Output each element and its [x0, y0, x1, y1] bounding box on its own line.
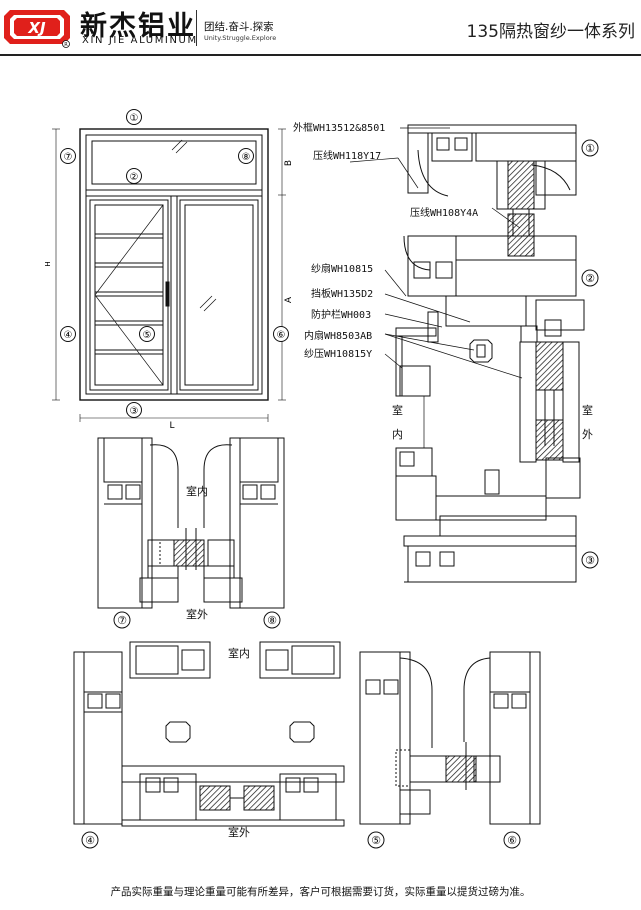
logo-letters: XJ — [27, 19, 46, 37]
section-main-markers: ① ② ③ — [581, 139, 599, 569]
drawing-sheet: ① ② ③ ④ ⑤ ⑥ ⑦ ⑧ L A B H — [44, 109, 599, 849]
header-rule — [0, 54, 641, 56]
outdoor-label-a: 室 — [582, 403, 593, 417]
section-marker-4: ④ — [85, 834, 95, 847]
label-guard-rail: 防护栏WH003 — [311, 308, 371, 321]
section-marker-5: ⑤ — [371, 834, 381, 847]
section-marker-6: ⑥ — [507, 834, 517, 847]
dim-total-height-label: H — [44, 261, 52, 266]
section-7-8-labels: 室内 室外 ⑦ ⑧ — [113, 484, 281, 629]
section-78-indoor: 室内 — [186, 484, 208, 498]
section-main-labels: 外框WH13512&8501 压线WH118Y17 压线WH108Y4A 纱扇W… — [293, 121, 593, 441]
brand-name-cn: 新杰铝业 — [80, 11, 196, 42]
dim-height-b-label: B — [284, 160, 294, 166]
window-elevation — [52, 128, 286, 422]
section-marker-8: ⑧ — [267, 614, 277, 627]
section-marker-1: ① — [585, 142, 595, 155]
brand-name-en: XIN JIE ALUMINUM — [82, 35, 198, 46]
label-bead-108y4a: 压线WH108Y4A — [410, 206, 478, 219]
page-header: XJ R 新杰铝业 XIN JIE ALUMINUM 团结.奋斗.探索 Unit… — [0, 0, 641, 56]
series-title: 135隔热窗纱一体系列 — [466, 22, 635, 42]
section-4-5-6 — [73, 641, 541, 827]
outdoor-label-b: 外 — [582, 428, 593, 441]
label-screen-bead: 纱压WH10815Y — [304, 348, 372, 360]
section-1-2-3 — [395, 124, 585, 583]
dim-height-a-label: A — [284, 296, 294, 303]
marker-2: ② — [130, 172, 139, 183]
leader-lines-main — [349, 127, 523, 379]
dim-width-label: L — [169, 421, 174, 431]
marker-8: ⑧ — [242, 152, 251, 163]
footer-note: 产品实际重量与理论重量可能有所差异，客户可根据需要订货，实际重量以提货过磅为准。 — [110, 886, 531, 898]
section-456-indoor: 室内 — [228, 646, 250, 660]
section-marker-2: ② — [585, 272, 595, 285]
slogan-cn: 团结.奋斗.探索 — [204, 21, 274, 33]
marker-3: ③ — [130, 406, 139, 417]
marker-5: ⑤ — [143, 330, 152, 341]
section-4-5-6-labels: 室内 室外 ④ ⑤ ⑥ — [81, 646, 521, 849]
slogan-divider — [196, 10, 197, 46]
section-marker-7: ⑦ — [117, 614, 127, 627]
label-outer-frame: 外框WH13512&8501 — [293, 121, 385, 134]
marker-7: ⑦ — [64, 152, 73, 163]
label-bead-118y17: 压线WH118Y17 — [313, 149, 381, 162]
svg-text:R: R — [64, 42, 68, 48]
elevation-markers: ① ② ③ ④ ⑤ ⑥ ⑦ ⑧ L A B H — [44, 109, 294, 431]
brand-logo-icon: XJ R — [4, 10, 70, 48]
section-7-8 — [97, 437, 285, 609]
label-inner-sash: 内扇WH8503AB — [304, 329, 372, 342]
section-456-outdoor: 室外 — [228, 825, 250, 839]
section-marker-3: ③ — [585, 554, 595, 567]
label-baffle: 挡板WH135D2 — [311, 287, 373, 300]
marker-6: ⑥ — [277, 330, 286, 341]
label-screen-sash: 纱扇WH10815 — [311, 262, 373, 275]
indoor-label-a: 室 — [392, 403, 403, 417]
marker-4: ④ — [64, 330, 73, 341]
marker-1: ① — [130, 113, 139, 124]
slogan-en: Unity.Struggle.Explore — [204, 34, 277, 42]
indoor-label-b: 内 — [392, 427, 403, 441]
section-78-outdoor: 室外 — [186, 607, 208, 621]
